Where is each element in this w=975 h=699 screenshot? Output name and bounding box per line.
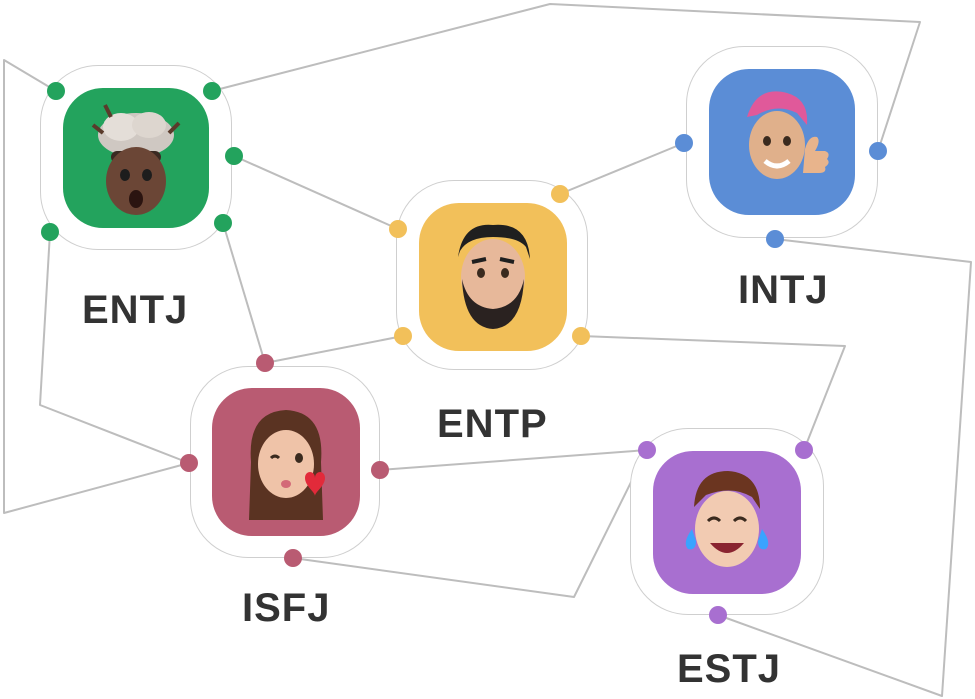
isfj-label: ISFJ — [242, 586, 331, 630]
isfj-avatar-tile — [212, 388, 360, 536]
entj-label: ENTJ — [82, 288, 189, 332]
isfj-port-bottom[interactable] — [284, 549, 302, 567]
kiss-heart-avatar-icon — [249, 410, 325, 520]
intj-port-right[interactable] — [869, 142, 887, 160]
link-isfj-estj — [379, 449, 648, 471]
entj-port-bottom-right[interactable] — [214, 214, 232, 232]
entj-avatar-tile — [63, 88, 209, 228]
thumbs-up-avatar-icon — [747, 91, 829, 179]
entp-port-top-right[interactable] — [551, 185, 569, 203]
estj-port-bottom[interactable] — [709, 606, 727, 624]
entj-port-top-left[interactable] — [47, 82, 65, 100]
link-entj-isfj-outer — [3, 59, 190, 514]
entj-port-top-right[interactable] — [203, 82, 221, 100]
exploding-head-avatar-icon — [91, 104, 181, 215]
link-entp-intj — [559, 142, 685, 195]
bearded-man-avatar-icon — [458, 224, 530, 329]
entp-port-bottom-left[interactable] — [394, 327, 412, 345]
entj-port-bottom-left[interactable] — [41, 223, 59, 241]
link-isfj-estj-lower — [292, 449, 648, 598]
link-isfj-entp — [264, 335, 404, 364]
entp-port-bottom-right[interactable] — [572, 327, 590, 345]
entp-avatar-tile — [419, 203, 567, 351]
link-entj-entp — [233, 155, 399, 230]
link-entj-isfj-inner — [39, 231, 190, 464]
link-entp-estj — [580, 335, 846, 451]
tears-of-joy-avatar-icon — [685, 470, 769, 567]
entj-port-right[interactable] — [225, 147, 243, 165]
estj-avatar-tile — [653, 451, 801, 594]
intj-port-bottom[interactable] — [766, 230, 784, 248]
link-entj-isfj-top — [222, 222, 266, 364]
intj-port-left[interactable] — [675, 134, 693, 152]
link-entj-intj — [211, 3, 921, 152]
isfj-port-left[interactable] — [180, 454, 198, 472]
entp-label: ENTP — [437, 402, 548, 446]
isfj-port-top[interactable] — [256, 354, 274, 372]
estj-port-top-left[interactable] — [638, 441, 656, 459]
entp-port-left[interactable] — [389, 220, 407, 238]
isfj-port-right[interactable] — [371, 461, 389, 479]
link-intj-estj — [717, 238, 972, 697]
intj-label: INTJ — [738, 268, 829, 312]
estj-port-top-right[interactable] — [795, 441, 813, 459]
estj-label: ESTJ — [677, 647, 782, 691]
intj-avatar-tile — [709, 69, 855, 215]
